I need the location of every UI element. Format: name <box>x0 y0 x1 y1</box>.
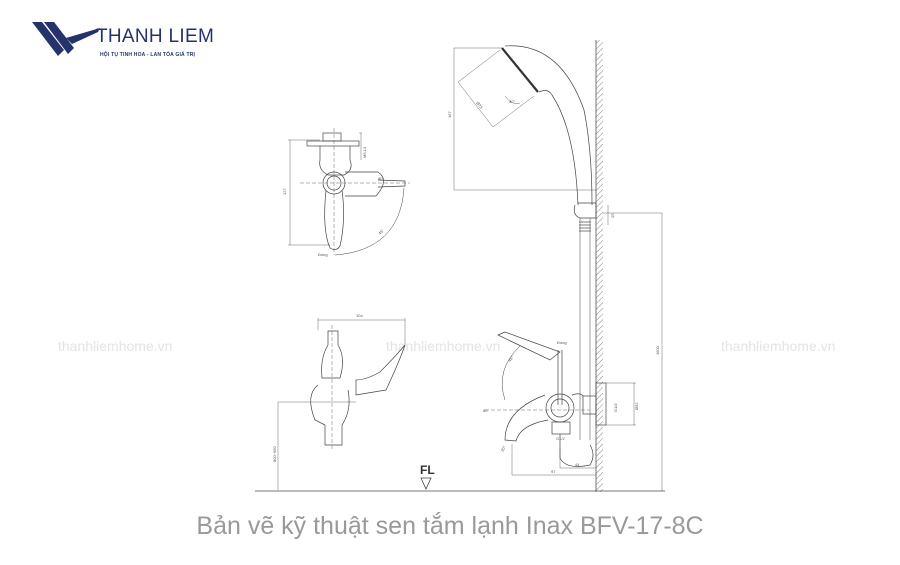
svg-text:Đóng: Đóng <box>557 340 567 345</box>
svg-text:25: 25 <box>610 213 615 218</box>
floor-level-label: FL <box>420 463 435 477</box>
svg-text:104: 104 <box>356 313 363 318</box>
svg-text:Đóng: Đóng <box>318 252 328 257</box>
side-view-mixer <box>277 318 406 490</box>
mixer-valve <box>485 331 636 476</box>
svg-text:M5.13: M5.13 <box>362 146 367 158</box>
logo-slogan: HỘI TỤ TINH HOA - LAN TỎA GIÁ TRỊ <box>100 52 196 58</box>
svg-text:G1/2: G1/2 <box>613 403 618 412</box>
svg-text:G1/2: G1/2 <box>556 436 565 441</box>
svg-text:44: 44 <box>575 462 580 467</box>
logo-name: THANH LIEM <box>96 26 215 47</box>
svg-text:1600: 1600 <box>655 345 660 355</box>
svg-text:167: 167 <box>447 111 452 118</box>
svg-text:20°: 20° <box>500 444 508 452</box>
logo-mark-icon <box>32 22 100 56</box>
svg-text:45°: 45° <box>377 228 385 236</box>
svg-text:97: 97 <box>551 469 556 474</box>
svg-text:30°: 30° <box>509 99 515 104</box>
svg-text:800~950: 800~950 <box>272 446 277 462</box>
svg-text:80: 80 <box>483 408 488 413</box>
svg-text:45°: 45° <box>507 354 515 362</box>
floor-level-marker-icon <box>420 477 432 490</box>
top-view-mixer <box>288 128 410 256</box>
watermark-left: thanhliemhome.vn <box>58 338 173 354</box>
shower-head <box>453 45 596 206</box>
wall-bracket <box>573 202 663 491</box>
watermark-center: thanhliemhome.vn <box>386 338 501 354</box>
svg-text:127: 127 <box>282 188 287 195</box>
watermark-right: thanhliemhome.vn <box>721 338 836 354</box>
brand-logo: THANH LIEM HỘI TỤ TINH HOA - LAN TỎA GIÁ… <box>30 18 250 60</box>
caption: Bản vẽ kỹ thuật sen tắm lạnh Inax BFV-17… <box>196 512 704 540</box>
svg-text:80: 80 <box>378 176 383 181</box>
svg-text:Ø73: Ø73 <box>475 101 484 111</box>
svg-text:Ø52: Ø52 <box>634 402 639 410</box>
wall-hatch <box>596 40 603 492</box>
